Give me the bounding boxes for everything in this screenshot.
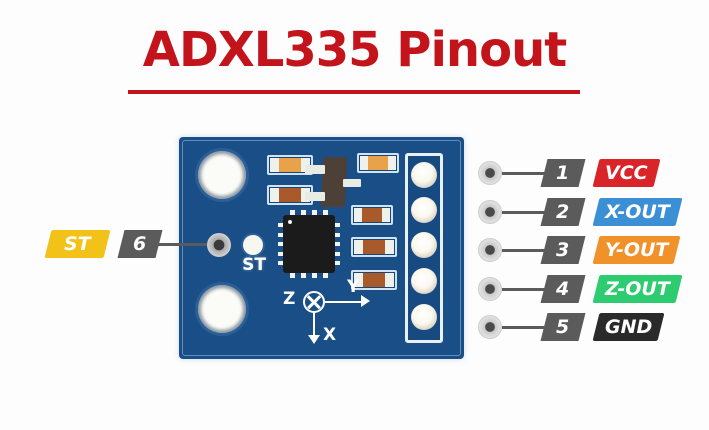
bare-pad-3 [343,179,361,187]
bare-pad-2 [305,192,325,201]
header-pin-5 [411,304,437,330]
ic-pads-left [278,223,283,265]
pin-number-badge-5: 5 [540,313,586,341]
mounting-hole-bottom [198,285,246,333]
pin-connector-dot-icon [478,277,502,301]
pin-number-badge-4: 4 [540,275,586,303]
smd-cap-left [354,273,364,287]
pin-callout-5[interactable]: 5 GND [478,312,665,342]
pin-name-badge-gnd[interactable]: GND [592,313,665,341]
mounting-hole-top [198,151,246,199]
x-axis-arrowhead-icon [308,335,320,344]
pin-number-badge-2: 2 [540,198,586,226]
pin-callout-line [502,248,546,252]
pcb-board: ST [179,137,464,359]
pin-callout-1[interactable]: 1 VCC [478,158,661,188]
smd-cap-right [381,208,390,222]
ic-pads-bottom [290,273,328,278]
header-pin-4 [411,268,437,294]
bare-pad-1 [305,165,325,174]
pin-callout-line [502,325,546,329]
smd-body [278,158,302,172]
x-axis-line [312,311,315,337]
pin-header [405,153,443,343]
pin-callout-6[interactable]: ST 6 [44,228,207,260]
pin-name-badge-vcc[interactable]: VCC [592,159,661,187]
smd-cap-right [384,240,394,254]
smd-cap-left [354,240,364,254]
pin-number-badge-6: 6 [117,230,163,258]
pin-callout-line [502,210,546,214]
z-axis-into-page-icon [303,291,325,313]
ic-pads-top [290,210,328,215]
pin-callout-2[interactable]: 2 X-OUT [478,197,683,227]
smd-resistor-4 [351,205,393,225]
axis-indicator: Z Y X [275,277,385,349]
z-axis-label: Z [283,289,296,309]
smd-cap-left [354,208,363,222]
y-axis-label: Y [347,277,360,297]
smd-resistor-3 [357,153,399,173]
pin-name-badge-st[interactable]: ST [44,230,111,258]
smd-cap-left [270,188,280,202]
pin-callout-line [502,171,546,175]
header-pin-1 [411,162,437,188]
smd-cap-right [384,273,394,287]
st-pin-pad [207,233,231,257]
smd-resistor-6 [351,270,397,290]
smd-body [367,156,389,170]
header-pin-2 [411,197,437,223]
smd-body [278,188,302,202]
ic-pin1-dot [288,220,292,224]
pin-connector-dot-icon [478,200,502,224]
pin-callout-3[interactable]: 3 Y-OUT [478,235,681,265]
pin-number-badge-1: 1 [540,159,586,187]
accelerometer-ic [278,210,340,278]
smd-cap-left [270,158,280,172]
y-axis-line [325,300,363,303]
x-axis-label: X [323,325,337,345]
y-axis-arrowhead-icon [361,295,370,307]
pin-connector-dot-icon [478,238,502,262]
pin-name-badge-x-out[interactable]: X-OUT [592,198,683,226]
st-silkscreen-label: ST [242,255,266,275]
pin-name-badge-y-out[interactable]: Y-OUT [592,236,681,264]
pin-callout-line [156,242,207,246]
pin-name-badge-z-out[interactable]: Z-OUT [592,275,683,303]
pin-number-badge-3: 3 [540,236,586,264]
smd-body [362,273,386,287]
ic-pads-right [335,223,340,265]
smd-cap-left [360,156,369,170]
pin-connector-dot-icon [478,315,502,339]
pin-callout-4[interactable]: 4 Z-OUT [478,274,683,304]
smd-resistor-5 [351,237,397,257]
header-pin-3 [411,232,437,258]
pin-connector-dot-icon [478,161,502,185]
page-title: ADXL335 Pinout [142,22,567,78]
smd-body [361,208,383,222]
title-underline [128,90,580,94]
pin-callout-line [502,287,546,291]
st-test-point [243,235,263,255]
smd-body [362,240,386,254]
smd-cap-right [387,156,396,170]
